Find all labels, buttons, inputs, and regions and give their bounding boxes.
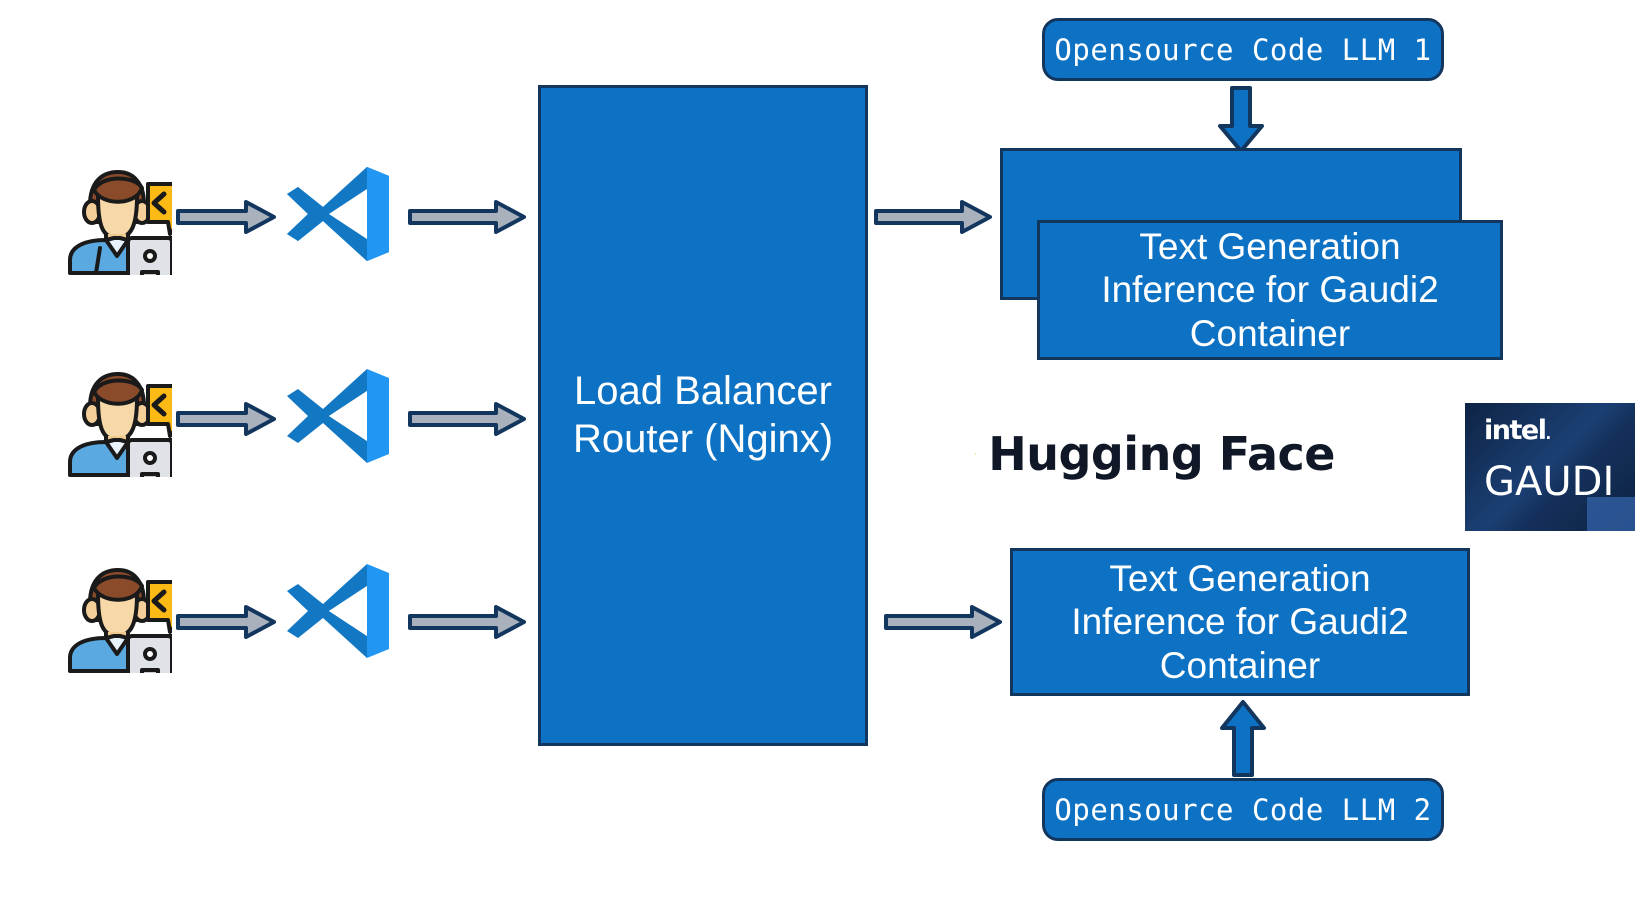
- hugging-face-emoji-icon: [975, 453, 977, 455]
- arrow-dev1-to-vscode: [176, 200, 276, 234]
- intel-brand-dot: .: [1545, 425, 1551, 443]
- arrow-vscode2-to-load-balancer: [408, 402, 526, 436]
- arrow-vscode3-to-load-balancer: [408, 605, 526, 639]
- opensource-code-llm-2-box: Opensource Code LLM 2: [1042, 778, 1444, 841]
- tgi-bottom-line2: Inference for Gaudi2: [1071, 601, 1409, 643]
- tgi-front-line3: Container: [1189, 312, 1351, 354]
- vscode-icon: [287, 369, 389, 463]
- load-balancer-line2: Router (Nginx): [572, 416, 834, 461]
- tgi-container-box-bottom: Text Generation Inference for Gaudi2 Con…: [1010, 548, 1470, 696]
- tgi-front-line2: Inference for Gaudi2: [1101, 269, 1439, 311]
- arrow-llm2-to-tgi-up: [1220, 700, 1266, 777]
- hugging-face-logo: Hugging Face: [975, 418, 1335, 490]
- arrow-vscode1-to-load-balancer: [408, 200, 526, 234]
- vscode-icon: [287, 564, 389, 658]
- arrow-llm1-to-tgi-down: [1218, 86, 1264, 153]
- tgi-bottom-line3: Container: [1159, 644, 1321, 686]
- tgi-container-box-front: Text Generation Inference for Gaudi2 Con…: [1037, 220, 1503, 360]
- load-balancer-box: Load Balancer Router (Nginx): [538, 85, 868, 746]
- tgi-front-line1: Text Generation: [1139, 225, 1401, 267]
- intel-brand-label: intel: [1484, 415, 1547, 446]
- load-balancer-line1: Load Balancer: [574, 369, 832, 414]
- developer-with-monitor-icon: [68, 568, 172, 673]
- developer-with-monitor-icon: [68, 170, 172, 275]
- arrow-dev2-to-vscode: [176, 402, 276, 436]
- arrow-dev3-to-vscode: [176, 605, 276, 639]
- intel-brand-text: intel.: [1484, 415, 1551, 446]
- arrow-load-balancer-to-tgi-top: [874, 200, 992, 234]
- vscode-icon: [287, 167, 389, 261]
- tgi-bottom-line1: Text Generation: [1109, 557, 1371, 599]
- opensource-code-llm-2-label: Opensource Code LLM 2: [1054, 792, 1432, 827]
- hugging-face-wordmark: Hugging Face: [988, 427, 1335, 481]
- opensource-code-llm-1-box: Opensource Code LLM 1: [1042, 18, 1444, 81]
- arrow-load-balancer-to-tgi-bottom: [884, 605, 1002, 639]
- opensource-code-llm-1-label: Opensource Code LLM 1: [1054, 32, 1432, 67]
- intel-gaudi-logo: intel. GAUDI: [1465, 403, 1635, 531]
- developer-with-monitor-icon: [68, 372, 172, 477]
- gaudi-corner-accent: [1587, 497, 1635, 531]
